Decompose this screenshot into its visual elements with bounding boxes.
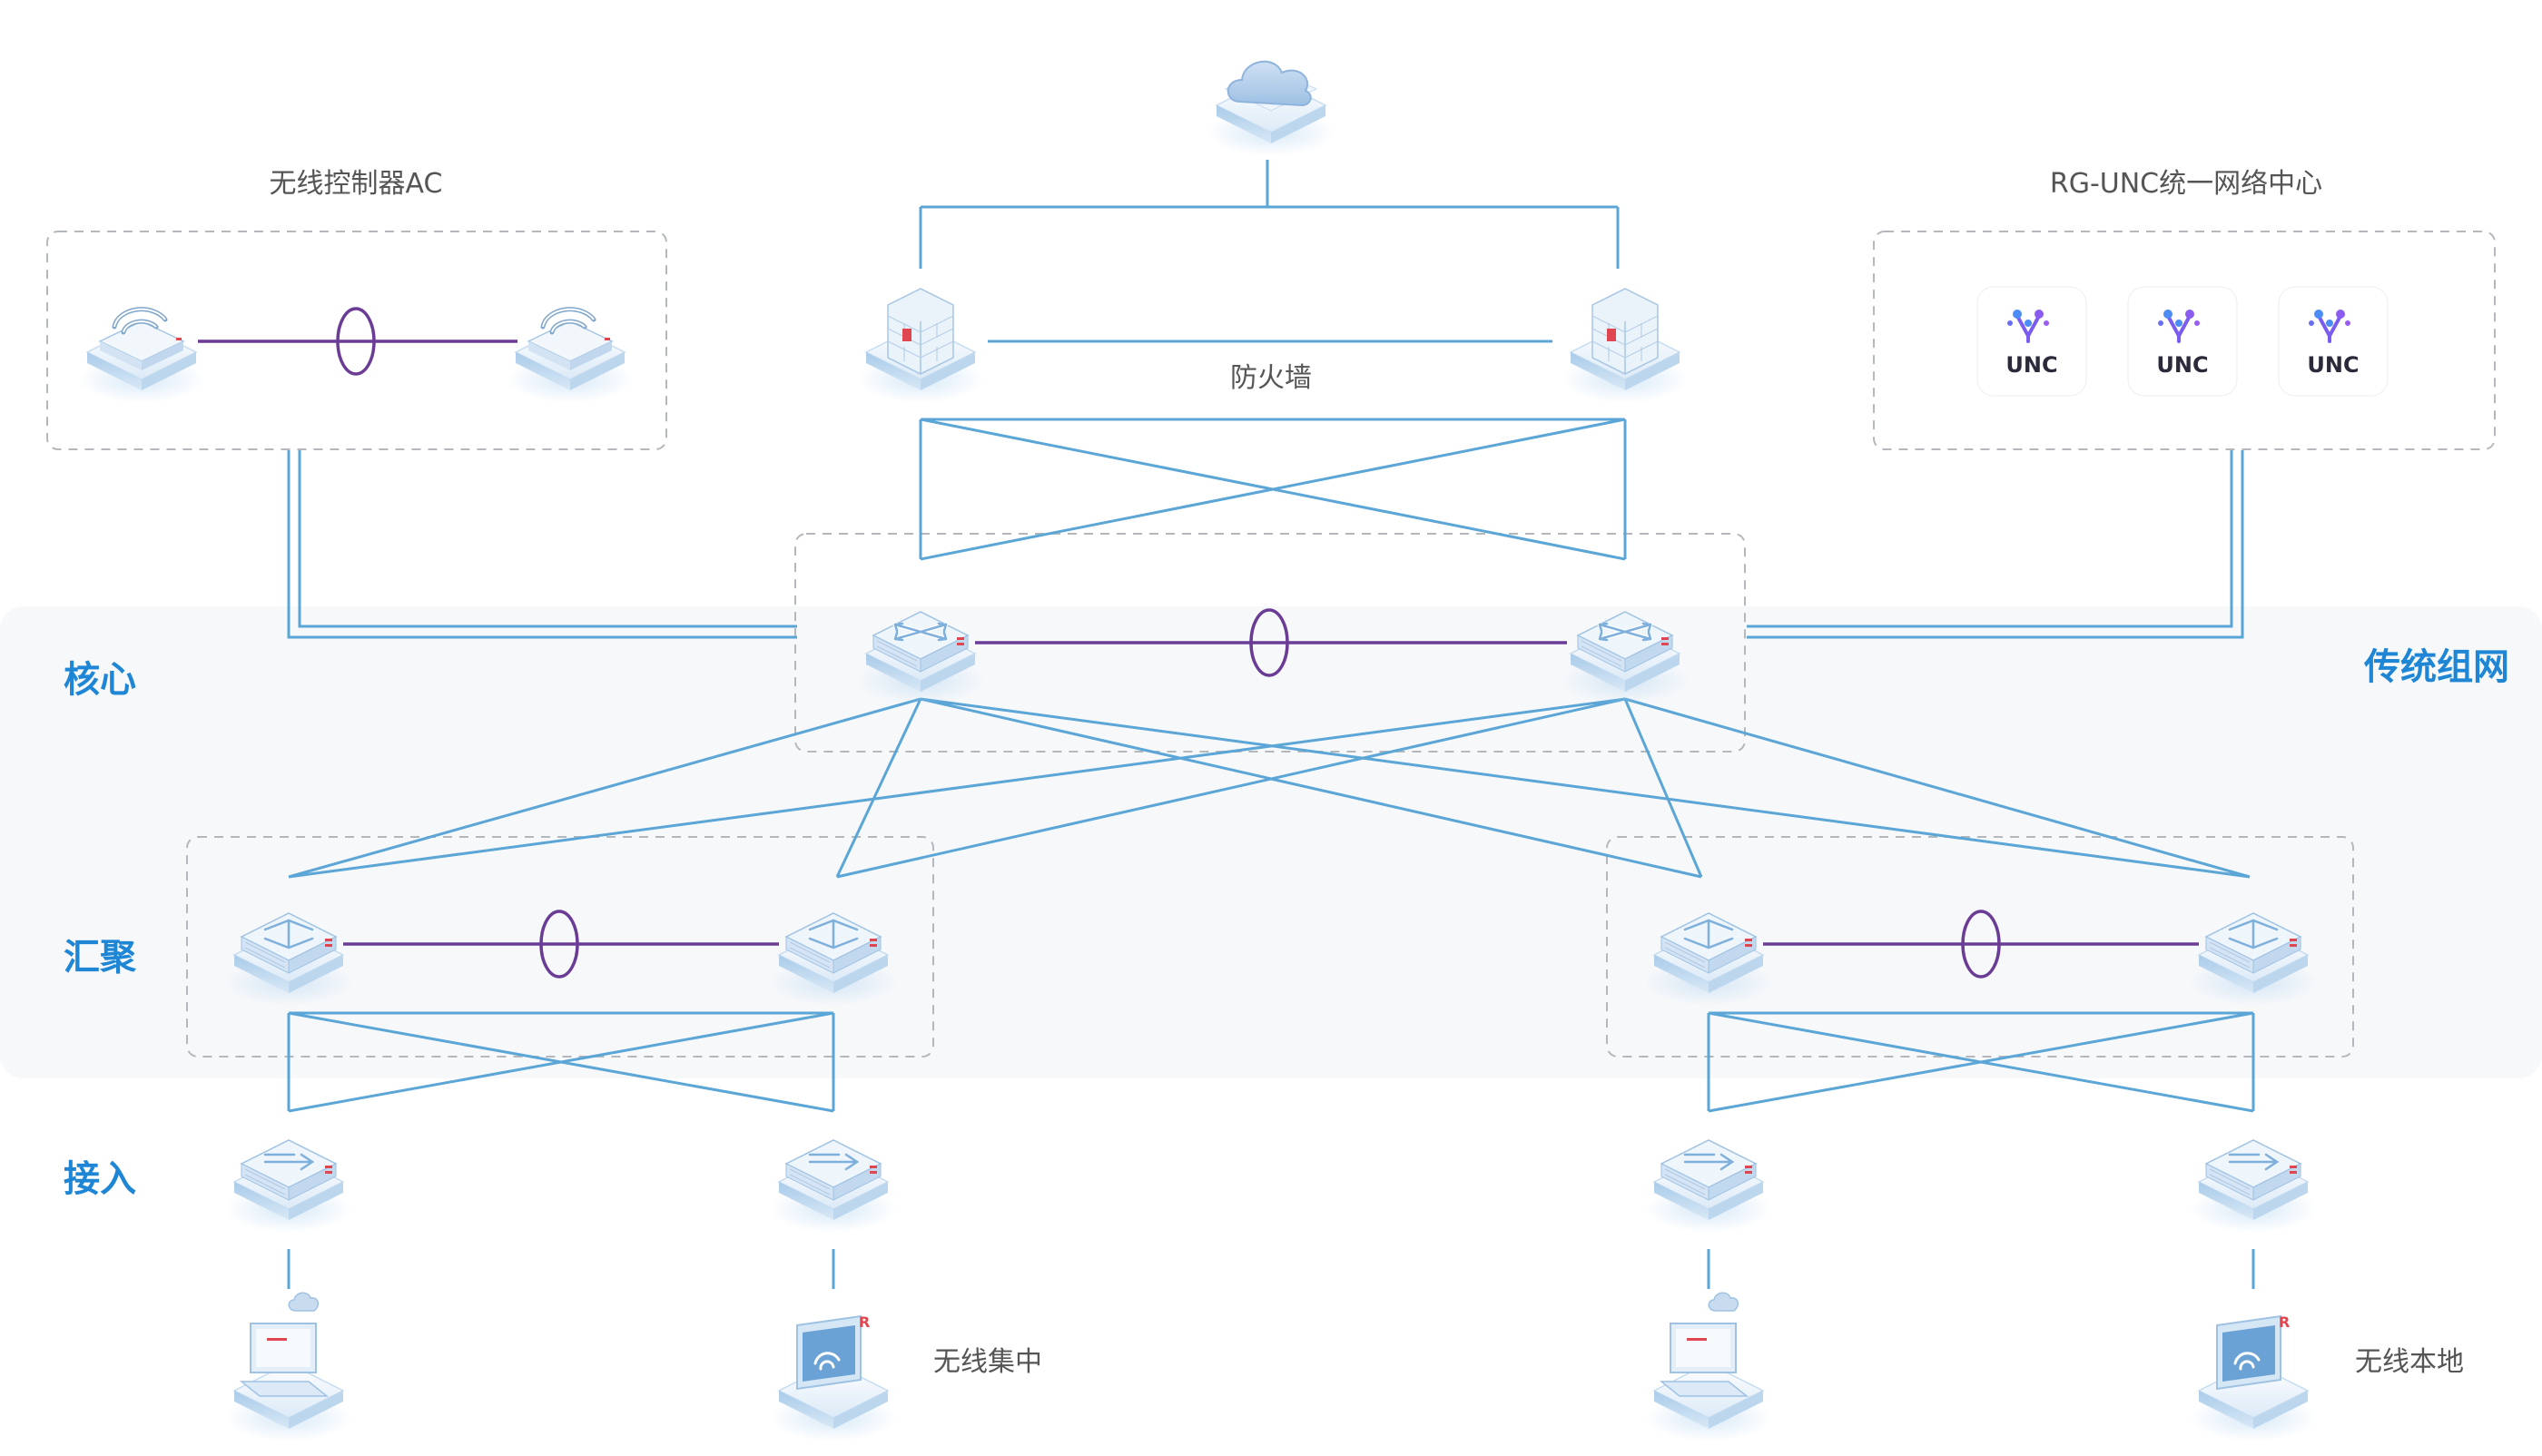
- ac-lag-ring: [336, 307, 376, 376]
- core-group-box: [794, 533, 1746, 753]
- core-lag-ring: [1249, 608, 1289, 677]
- access-switch-icon[interactable]: [1645, 1140, 1772, 1233]
- access-switch-icon[interactable]: [2190, 1140, 2317, 1233]
- wireless-controller-icon: [507, 310, 634, 403]
- agg-right-group-box: [1606, 836, 2354, 1058]
- layer-access-label: 接入: [64, 1158, 136, 1200]
- agg-access-left-links: [287, 1011, 835, 1113]
- core-agg-links: [288, 697, 2251, 879]
- unc-logo-icon: UNC: [2277, 285, 2389, 398]
- agg-left-group-box: [186, 836, 934, 1058]
- agg-left-lag-ring: [539, 910, 579, 979]
- layer-band: [0, 606, 2542, 1078]
- firewall-label: 防火墙: [1230, 362, 1312, 394]
- unc-group-box: [1873, 231, 2496, 450]
- unc-logo-icon: UNC: [2126, 285, 2239, 398]
- unc-logo-text: UNC: [2307, 352, 2359, 378]
- cloud-firewall-link: [919, 160, 1620, 269]
- unc-group-label: RG-UNC统一网络中心: [2050, 168, 2322, 200]
- layer-core-label: 核心: [64, 659, 136, 701]
- unc-core-link: [1747, 450, 2244, 639]
- network-type-label: 传统组网: [2363, 646, 2509, 688]
- agg-access-right-links: [1707, 1011, 2255, 1113]
- firewall-icon: [1562, 289, 1689, 403]
- unc-logo-text: UNC: [2005, 352, 2057, 378]
- wireless-central-label: 无线集中: [933, 1346, 1042, 1378]
- wireless-local-label: 无线本地: [2355, 1346, 2464, 1378]
- agg-right-lag-ring: [1961, 910, 2001, 979]
- access-switch-icon[interactable]: [225, 1140, 352, 1233]
- wireless-ap-icon: [770, 1313, 897, 1441]
- access-terminal-links: [287, 1249, 2255, 1289]
- wireless-ap-icon: [2190, 1313, 2317, 1441]
- pc-terminal-icon: [225, 1293, 352, 1441]
- firewall-core-links: [919, 418, 1627, 561]
- layer-aggregation-label: 汇聚: [64, 937, 137, 979]
- wireless-controller-icon: [78, 310, 205, 403]
- ac-core-link: [287, 450, 797, 639]
- pc-terminal-icon: [1645, 1293, 1772, 1441]
- cloud-icon: [1207, 62, 1335, 156]
- ac-group-box: [46, 231, 667, 450]
- ac-group-label: 无线控制器AC: [270, 168, 443, 200]
- unc-logo-text: UNC: [2156, 352, 2208, 378]
- unc-logo-icon: UNC: [1975, 285, 2088, 398]
- access-switch-icon[interactable]: [770, 1140, 897, 1233]
- firewall-icon: [857, 289, 984, 403]
